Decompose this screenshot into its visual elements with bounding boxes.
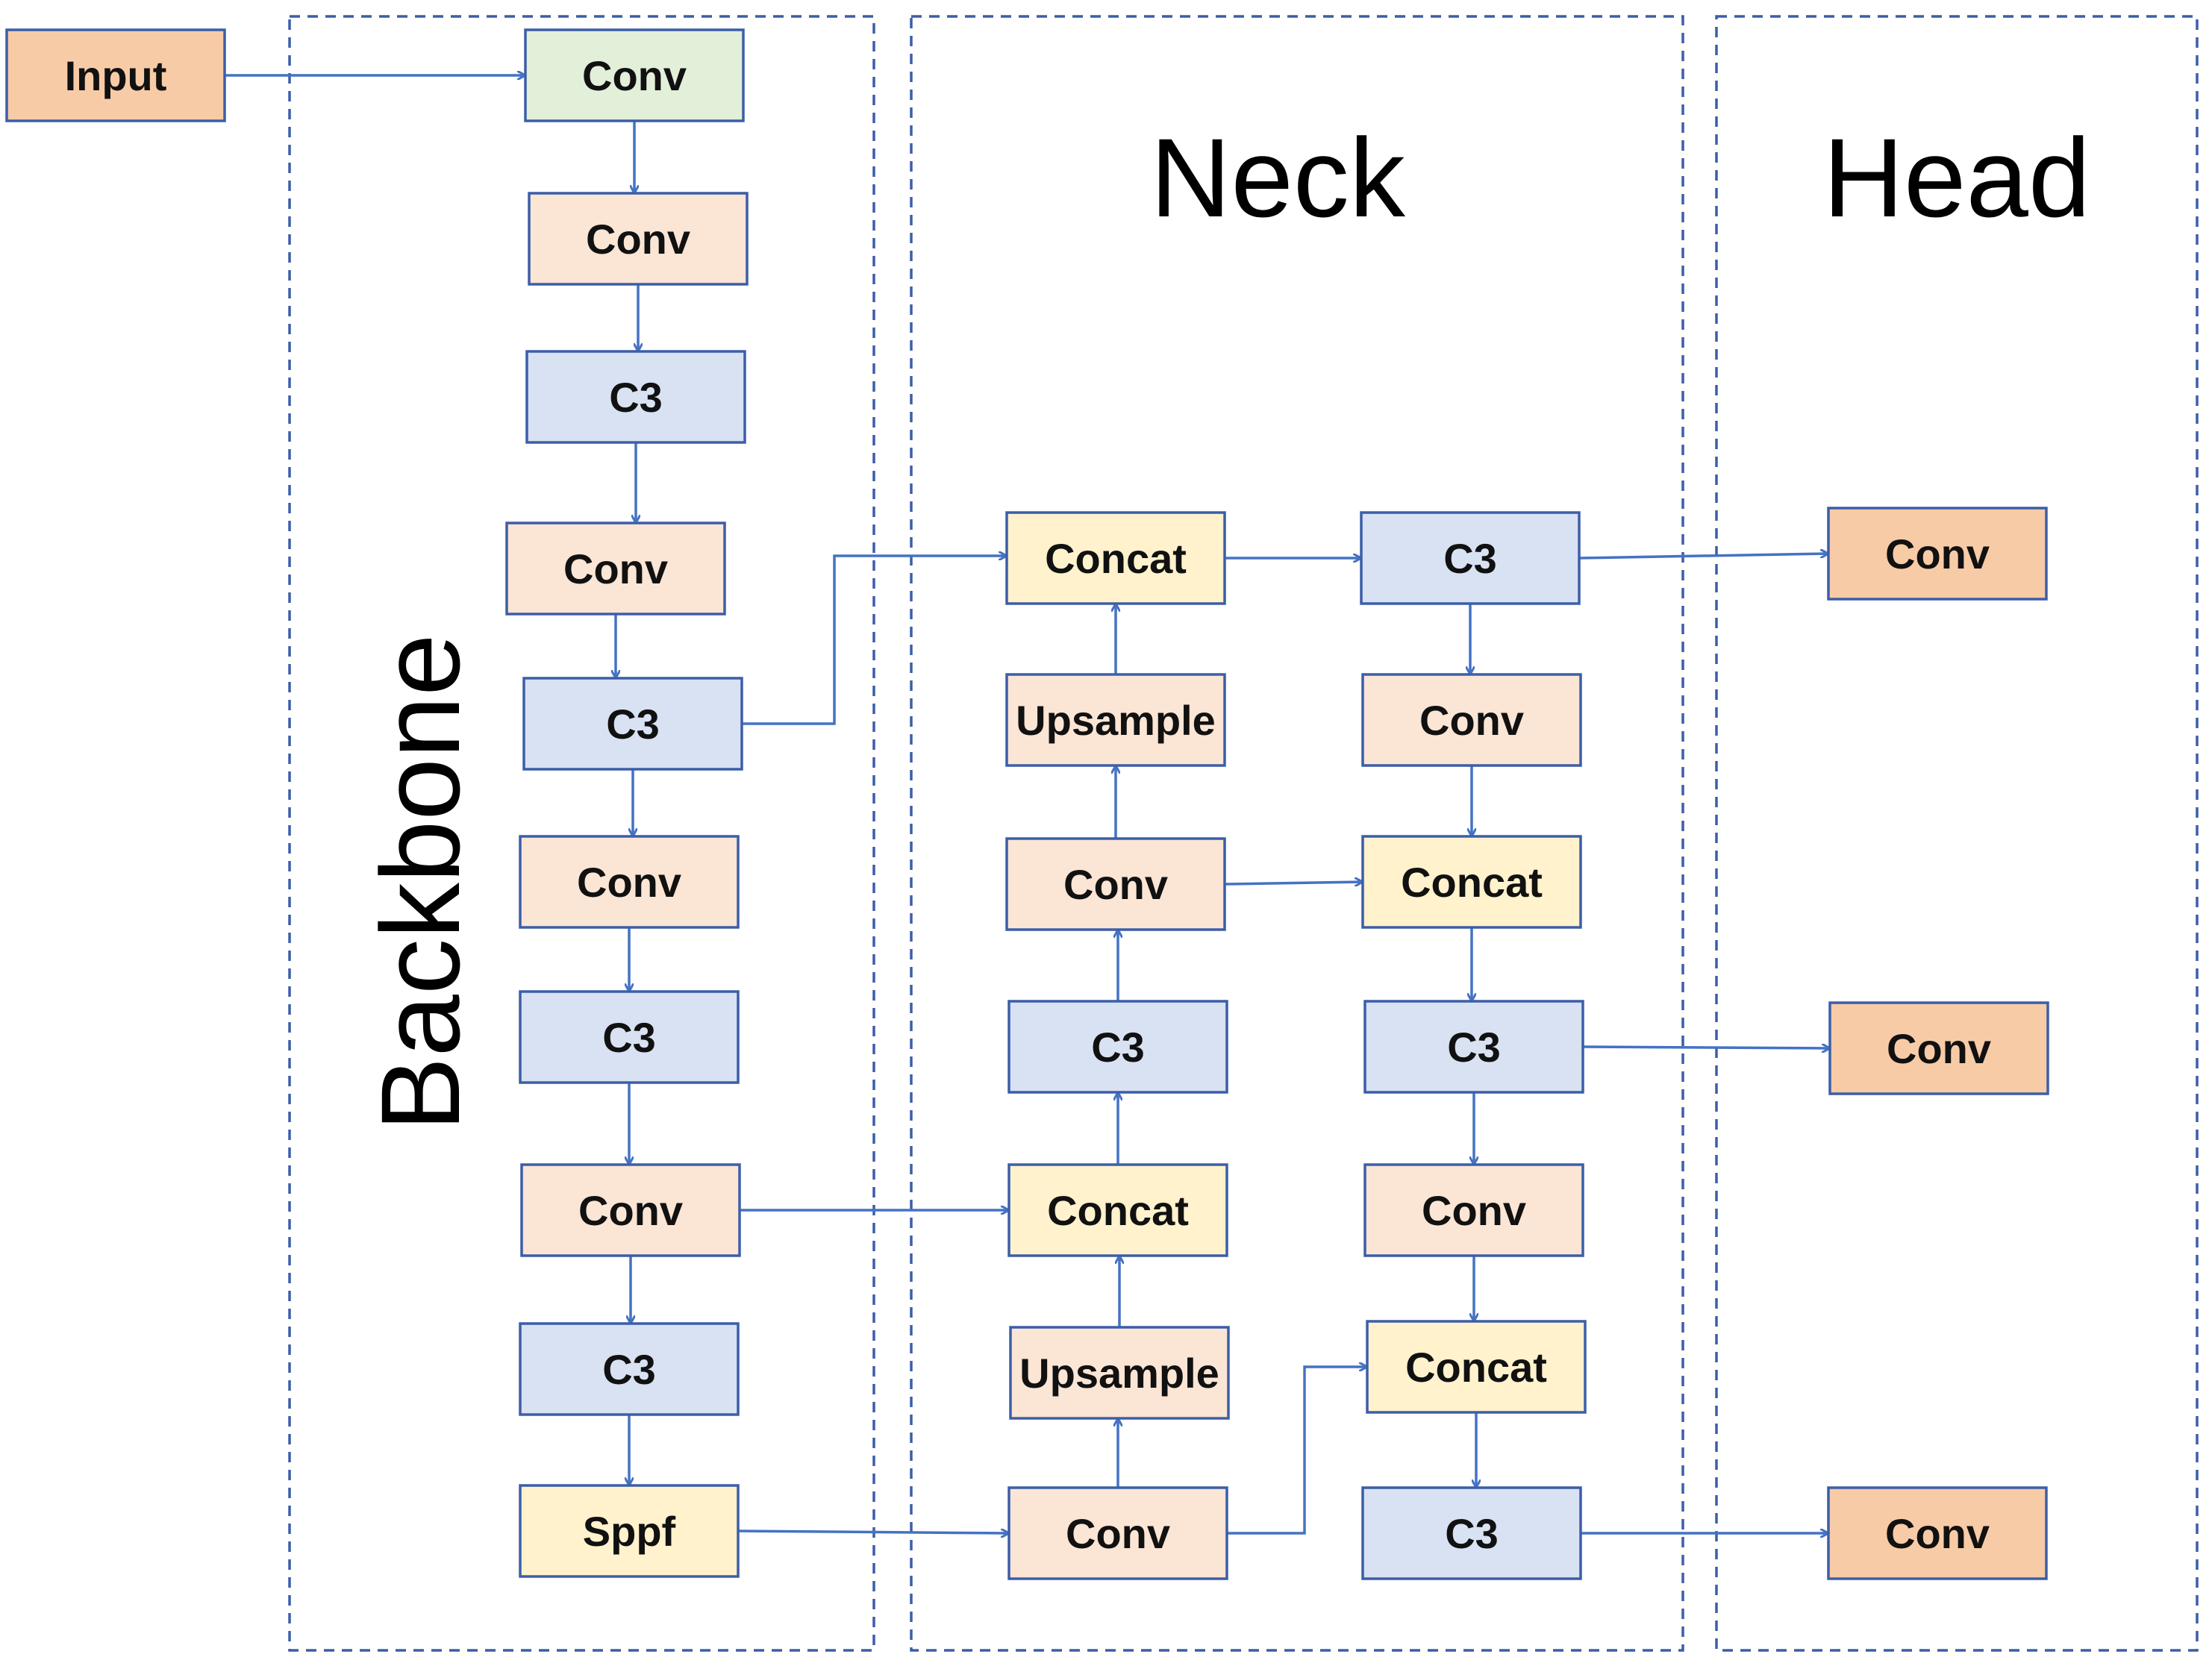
node-b-c3-4: C3 [519, 1322, 740, 1416]
node-label: Conv [1063, 861, 1168, 908]
node-label: Upsample [1016, 697, 1216, 744]
node-box [1007, 1000, 1228, 1094]
node-n-c3-1: C3 [1007, 1000, 1228, 1094]
node-box [1007, 1486, 1228, 1580]
node-h-conv3: Conv [1827, 1486, 2048, 1580]
node-n-concat1: Concat [1005, 511, 1226, 605]
node-n-concat2: Concat [1007, 1163, 1228, 1257]
node-h-conv1: Conv [1827, 507, 2048, 601]
node-label: Upsample [1019, 1350, 1219, 1397]
node-n-conv2: Conv [1007, 1486, 1228, 1580]
node-label: Conv [1885, 1510, 1990, 1557]
node-box [1009, 1326, 1230, 1420]
node-label: Conv [1419, 697, 1524, 744]
node-label: Concat [1045, 535, 1187, 582]
node-n2-conv1: Conv [1361, 673, 1582, 767]
node-box [519, 1322, 740, 1416]
node-box [519, 835, 740, 929]
node-n-conv1: Conv [1005, 837, 1226, 931]
edge-b-c3-2-to-n-concat1 [742, 556, 1007, 725]
node-b-c3-2: C3 [522, 677, 743, 771]
node-b-c3-1: C3 [525, 350, 746, 444]
node-label: Conv [586, 216, 690, 263]
node-label: Conv [1887, 1025, 1991, 1072]
node-input: Input [5, 28, 226, 122]
node-box [505, 522, 726, 616]
node-label: Concat [1401, 859, 1543, 906]
node-box [1366, 1320, 1587, 1414]
node-n2-c3-3: C3 [1361, 1486, 1582, 1580]
node-b-conv1: Conv [524, 28, 745, 122]
node-label: Concat [1047, 1187, 1189, 1234]
neck-section [910, 15, 1684, 1652]
backbone-title: Backbone [357, 633, 483, 1131]
node-label: Conv [1066, 1510, 1170, 1557]
node-box [524, 28, 745, 122]
node-box [519, 990, 740, 1084]
node-label: C3 [1443, 535, 1497, 582]
node-box [519, 1484, 740, 1578]
node-n2-c3-2: C3 [1363, 1000, 1584, 1094]
node-box [1005, 511, 1226, 605]
node-box [1363, 1000, 1584, 1094]
edge-n-conv1-to-n2-concat1 [1224, 882, 1363, 884]
backbone-section [288, 15, 875, 1652]
node-box [528, 192, 749, 286]
node-box [1007, 1163, 1228, 1257]
node-label: Conv [1885, 530, 1990, 577]
node-label: C3 [1445, 1510, 1499, 1557]
node-box [1827, 1486, 2048, 1580]
node-h-conv2: Conv [1828, 1001, 2049, 1095]
node-box [1360, 511, 1581, 605]
node-label: C3 [606, 701, 660, 748]
node-label: Conv [578, 1187, 683, 1234]
node-b-conv5: Conv [520, 1163, 741, 1257]
head-title: Head [1823, 115, 2091, 240]
edge-n2-c3-1-to-h-conv1 [1578, 554, 1828, 560]
node-label: Conv [563, 545, 668, 592]
node-b-c3-3: C3 [519, 990, 740, 1084]
node-b-sppf: Sppf [519, 1484, 740, 1578]
node-n2-concat1: Concat [1361, 835, 1582, 929]
node-label: Conv [582, 52, 687, 99]
node-n-up1: Upsample [1005, 673, 1226, 767]
node-label: C3 [1091, 1024, 1145, 1071]
node-b-conv4: Conv [519, 835, 740, 929]
node-box [1005, 837, 1226, 931]
neck-title: Neck [1150, 115, 1406, 240]
node-box [520, 1163, 741, 1257]
node-box [1827, 507, 2048, 601]
node-label: Input [65, 52, 167, 99]
node-label: C3 [609, 374, 663, 421]
node-box [522, 677, 743, 771]
edge-n2-c3-2-to-h-conv2 [1582, 1047, 1830, 1048]
head-section [1715, 15, 2199, 1652]
node-b-conv2: Conv [528, 192, 749, 286]
node-label: C3 [602, 1014, 656, 1061]
node-box [1005, 673, 1226, 767]
edge-n-conv2-to-n2-concat2 [1227, 1367, 1367, 1535]
node-box [1828, 1001, 2049, 1095]
node-box [5, 28, 226, 122]
node-box [1361, 835, 1582, 929]
node-box [1361, 673, 1582, 767]
node-n-up2: Upsample [1009, 1326, 1230, 1420]
node-n2-c3-1: C3 [1360, 511, 1581, 605]
node-label: Conv [577, 859, 681, 906]
node-label: Conv [1422, 1187, 1526, 1234]
node-label: Sppf [583, 1508, 676, 1555]
node-box [1363, 1163, 1584, 1257]
node-label: Concat [1405, 1344, 1547, 1391]
node-label: C3 [1447, 1024, 1501, 1071]
node-box [1361, 1486, 1582, 1580]
node-n2-concat2: Concat [1366, 1320, 1587, 1414]
edge-b-sppf-to-n-conv2 [737, 1531, 1009, 1533]
node-box [525, 350, 746, 444]
node-b-conv3: Conv [505, 522, 726, 616]
node-label: C3 [602, 1346, 656, 1393]
node-n2-conv2: Conv [1363, 1163, 1584, 1257]
edges-layer [225, 75, 1830, 1533]
